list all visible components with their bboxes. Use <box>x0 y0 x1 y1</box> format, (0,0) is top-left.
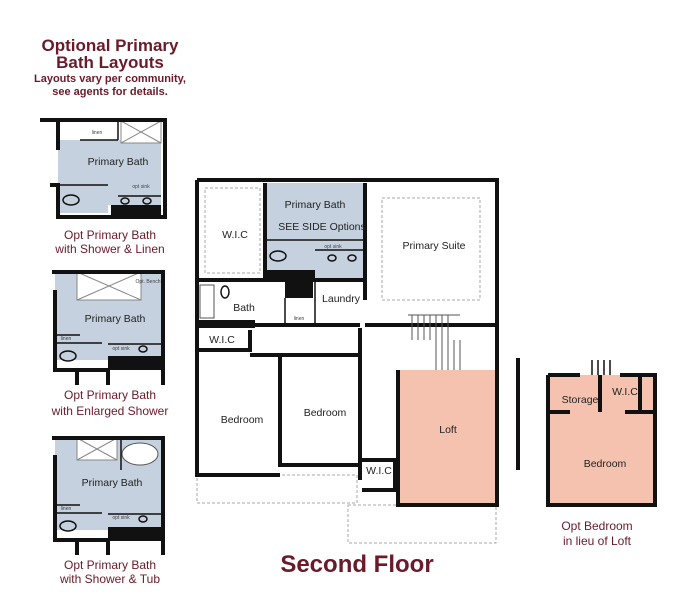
layout2-sink-label: opt sink <box>112 346 130 352</box>
opt-bedroom-plan: Storage W.I.C Bedroom <box>516 358 657 507</box>
room-laundry: Laundry <box>322 293 361 305</box>
room-bedroom-1: Bedroom <box>221 414 264 426</box>
bathtub-icon <box>199 284 215 319</box>
side-title-line1: Optional Primary <box>42 36 180 55</box>
opt-room-bedroom: Bedroom <box>584 458 627 470</box>
layout2-bench-label: Opt. Bench <box>135 279 160 285</box>
layout3-room-label: Primary Bath <box>82 477 143 489</box>
plan-title: Second Floor <box>280 551 433 578</box>
layout2-linen-label: linen <box>61 336 72 342</box>
side-note-line2: see agents for details. <box>52 86 168 98</box>
layout2-caption-line1: Opt Primary Bath <box>64 388 156 402</box>
sink-icon <box>138 515 148 523</box>
room-loft: Loft <box>439 424 457 436</box>
layout1-linen-label: linen <box>92 130 103 136</box>
opt-caption-line2: in lieu of Loft <box>563 534 632 548</box>
room-linen: linen <box>294 316 305 322</box>
opt-room-wic: W.I.C <box>612 386 638 398</box>
bath-layout-shower-linen: linen Primary Bath opt sink <box>40 118 167 219</box>
layout3-sink-label: opt sink <box>112 515 130 521</box>
layout1-sink-label: opt sink <box>132 184 150 190</box>
room-wic-loft: W.I.C <box>366 465 392 477</box>
layout1-caption-line2: with Shower & Linen <box>54 242 164 256</box>
room-primary-suite: Primary Suite <box>402 240 465 252</box>
toilet-icon <box>269 250 287 262</box>
toilet-icon <box>59 520 77 532</box>
room-primary-bath-note: SEE SIDE Options <box>278 221 366 233</box>
layout3-linen-label: linen <box>61 506 72 512</box>
side-note-line1: Layouts vary per community, <box>34 73 186 85</box>
sink-icon <box>138 345 148 353</box>
room-bath: Bath <box>233 302 255 314</box>
sink-icon <box>142 197 152 205</box>
toilet-icon <box>62 194 80 206</box>
sink-icon <box>120 197 130 205</box>
room-wic-primary: W.I.C <box>222 229 248 241</box>
opt-room-storage: Storage <box>562 394 599 406</box>
opt-caption-line1: Opt Bedroom <box>561 519 632 533</box>
layout1-caption-line1: Opt Primary Bath <box>64 228 156 242</box>
layout3-caption-line2: with Shower & Tub <box>59 572 160 586</box>
room-bedroom-2: Bedroom <box>304 407 347 419</box>
opt-sink-label: opt sink <box>324 244 342 250</box>
room-wic-small: W.I.C <box>209 334 235 346</box>
staircase <box>408 314 461 370</box>
sink-icon <box>327 254 337 262</box>
toilet-icon <box>220 285 230 299</box>
sink-icon <box>347 254 357 262</box>
toilet-icon <box>59 350 77 362</box>
room-primary-bath: Primary Bath <box>285 199 346 211</box>
layout2-caption-line2: with Enlarged Shower <box>51 404 169 418</box>
second-floor-plan: W.I.C Primary Bath SEE SIDE Options opt … <box>195 178 499 544</box>
layout1-room-label: Primary Bath <box>88 156 149 168</box>
bath-layout-shower-tub: Primary Bath linen opt sink <box>52 436 165 555</box>
layout3-caption-line1: Opt Primary Bath <box>64 558 156 572</box>
bath-layout-enlarged-shower: Opt. Bench Primary Bath linen opt sink <box>52 270 165 385</box>
bathtub-icon <box>121 442 159 466</box>
layout2-room-label: Primary Bath <box>85 313 146 325</box>
side-title-line2: Bath Layouts <box>56 53 164 72</box>
